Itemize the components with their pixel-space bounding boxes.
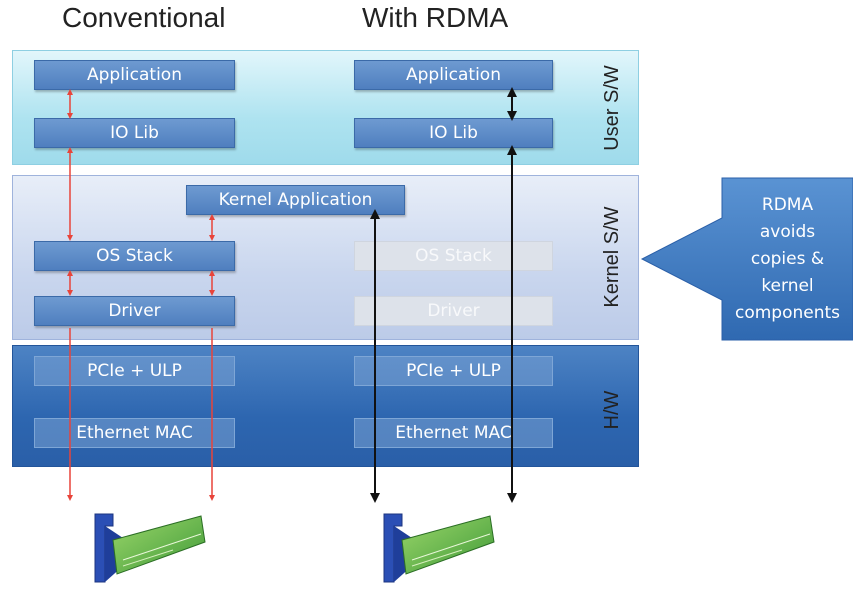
network-interface-card-icon — [94, 513, 206, 583]
callout-line: avoids — [759, 221, 816, 242]
callout-line: kernel — [761, 275, 814, 296]
callout-line: RDMA — [761, 194, 814, 215]
rdma-data-path-arrows — [370, 87, 517, 503]
callout-line: components — [734, 302, 841, 323]
network-interface-card-icon — [383, 513, 495, 583]
rdma-ethernet-mac-box: Ethernet MAC — [354, 418, 553, 448]
rdma-io-lib-box: IO Lib — [354, 118, 553, 148]
callout-line: copies & — [750, 248, 825, 269]
rdma-pcie-ulp-box: PCIe + ULP — [354, 356, 553, 386]
conventional-os-stack-box: OS Stack — [34, 241, 235, 271]
conventional-pcie-ulp-box: PCIe + ULP — [34, 356, 235, 386]
conventional-io-lib-box: IO Lib — [34, 118, 235, 148]
rdma-callout: RDMA avoids copies & kernel components — [722, 178, 853, 340]
conventional-ethernet-mac-box: Ethernet MAC — [34, 418, 235, 448]
conventional-application-box: Application — [34, 60, 235, 90]
rdma-driver-box-faded: Driver — [354, 296, 553, 326]
rdma-application-box: Application — [354, 60, 553, 90]
conventional-title: Conventional — [62, 2, 226, 33]
left-arrow-callout-icon — [640, 177, 853, 341]
conventional-driver-box: Driver — [34, 296, 235, 326]
rdma-os-stack-box-faded: OS Stack — [354, 241, 553, 271]
conventional-data-path-arrows — [67, 89, 215, 501]
kernel-application-box: Kernel Application — [186, 185, 405, 215]
rdma-title: With RDMA — [362, 2, 509, 33]
